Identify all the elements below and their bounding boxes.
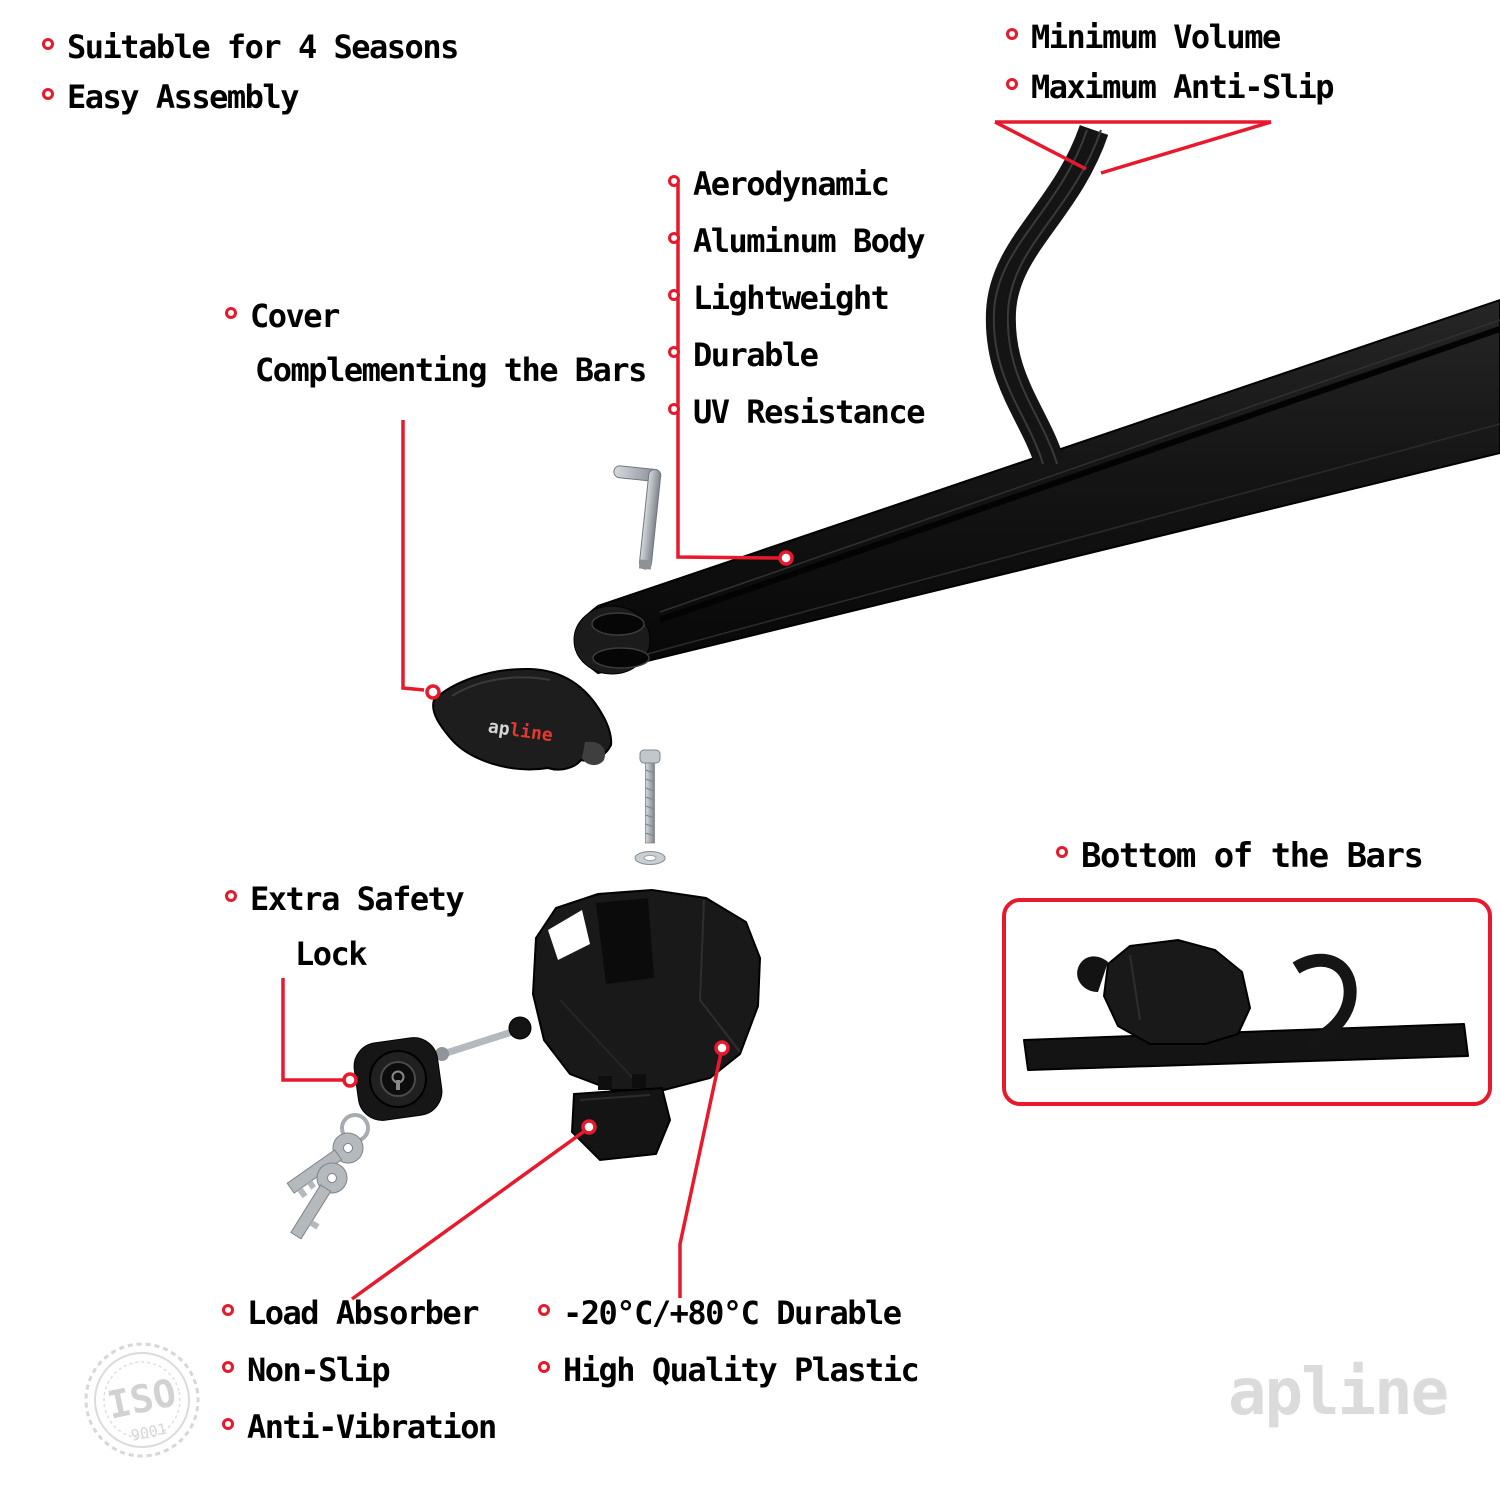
allen-key-graphic (613, 465, 662, 570)
washer-graphic (634, 851, 666, 865)
bullet-icon (222, 1304, 234, 1316)
bullet-icon (222, 1361, 234, 1373)
feature-item: Load Absorber (222, 1294, 496, 1351)
feature-item: Durable (668, 336, 924, 393)
bar-feature-list: Aerodynamic Aluminum Body Lightweight Du… (668, 165, 925, 450)
bullet-icon (42, 88, 54, 100)
feature-item: Suitable for 4 Seasons (42, 28, 459, 78)
cover-graphic: apline (432, 667, 613, 771)
feature-text: UV Resistance (693, 393, 925, 431)
label-line: Cover (225, 297, 646, 351)
label-text: Extra Safety (250, 880, 465, 918)
feature-text: Non-Slip (247, 1351, 391, 1389)
feature-list-top-right: Minimum Volume Maximum Anti-Slip (1006, 18, 1335, 118)
feature-item: UV Resistance (668, 393, 925, 450)
feature-text: Maximum Anti-Slip (1031, 68, 1335, 106)
load-absorber-graphic (570, 1074, 672, 1162)
feature-list-top-left: Suitable for 4 Seasons Easy Assembly (42, 28, 459, 128)
bullet-icon (668, 175, 680, 187)
feature-text: Anti-Vibration (247, 1408, 497, 1446)
leader-antislip-left (994, 120, 1087, 171)
label-text: Cover (250, 297, 340, 335)
feature-item: Lightweight (668, 279, 924, 336)
bottom-bars-panel (1002, 898, 1492, 1106)
cover-logo: apline (487, 716, 554, 746)
feature-item: Anti-Vibration (222, 1408, 497, 1465)
lock-label: Extra Safety Lock (225, 880, 465, 990)
feature-item: Aerodynamic (668, 165, 924, 222)
leader-dots (342, 550, 794, 1135)
label-line: Lock (225, 935, 463, 990)
leader-cover (401, 420, 425, 692)
feature-item: Non-Slip (222, 1351, 496, 1408)
feature-text: Minimum Volume (1031, 18, 1281, 56)
bullet-icon (668, 403, 680, 415)
dot-lock (342, 1072, 358, 1088)
feature-text: Aluminum Body (693, 222, 925, 260)
leader-lock (281, 978, 344, 1082)
dot-bar (778, 550, 794, 566)
feature-text: Suitable for 4 Seasons (67, 28, 459, 66)
lock-graphic (353, 1016, 532, 1121)
feature-item: Aluminum Body (668, 222, 925, 279)
bullet-icon (538, 1361, 550, 1373)
feature-item: -20°C/+80°C Durable (538, 1294, 918, 1351)
bullet-icon (668, 289, 680, 301)
leader-lines (281, 120, 1272, 1301)
feature-text: -20°C/+80°C Durable (563, 1294, 902, 1332)
leader-bar-features (676, 183, 781, 560)
roof-bar-graphic (573, 298, 1500, 675)
bolt-graphic (639, 749, 661, 844)
label-text: Bottom of the Bars (1081, 836, 1424, 876)
label-line: Extra Safety (225, 880, 465, 935)
label-text: Complementing the Bars (255, 351, 647, 389)
keys-graphic (286, 1113, 370, 1240)
bullet-icon (668, 232, 680, 244)
bullet-icon (1006, 78, 1018, 90)
bullet-icon (538, 1304, 550, 1316)
feature-text: Easy Assembly (67, 78, 299, 116)
dot-cover (425, 684, 441, 700)
bullet-icon (42, 38, 54, 50)
bottom-bars-label: Bottom of the Bars (1056, 836, 1424, 886)
feature-text: Aerodynamic (693, 165, 890, 203)
label-text: Lock (295, 935, 368, 973)
bottom-bars-photo (1023, 938, 1469, 1071)
leader-load-absorber (350, 1128, 588, 1301)
bullet-icon (225, 307, 237, 319)
feature-text: Load Absorber (247, 1294, 479, 1332)
label-line: Complementing the Bars (225, 351, 647, 405)
feature-text: Durable (693, 336, 819, 374)
leader-antislip-right (1100, 120, 1272, 175)
feature-item: Maximum Anti-Slip (1006, 68, 1335, 118)
dot-load-absorber (581, 1119, 597, 1135)
bullet-icon (225, 890, 237, 902)
brand-watermark: apline (1228, 1356, 1449, 1430)
rubber-strip-graphic (985, 124, 1109, 469)
bullet-icon (1056, 846, 1068, 858)
bullet-icon (668, 346, 680, 358)
foot-clamp-graphic (531, 888, 762, 1091)
label-line: Bottom of the Bars (1056, 836, 1424, 886)
feature-text: Lightweight (693, 279, 890, 317)
feature-list-bottom-right: -20°C/+80°C Durable High Quality Plastic (538, 1294, 920, 1408)
feature-text: High Quality Plastic (563, 1351, 920, 1389)
feature-list-bottom-left: Load Absorber Non-Slip Anti-Vibration (222, 1294, 497, 1465)
feature-item: Minimum Volume (1006, 18, 1333, 68)
dot-durable (714, 1040, 730, 1056)
feature-item: Easy Assembly (42, 78, 458, 128)
bullet-icon (222, 1418, 234, 1430)
bullet-icon (1006, 28, 1018, 40)
cover-label: Cover Complementing the Bars (225, 297, 647, 405)
feature-item: High Quality Plastic (538, 1351, 920, 1408)
leader-durable (678, 1052, 723, 1298)
